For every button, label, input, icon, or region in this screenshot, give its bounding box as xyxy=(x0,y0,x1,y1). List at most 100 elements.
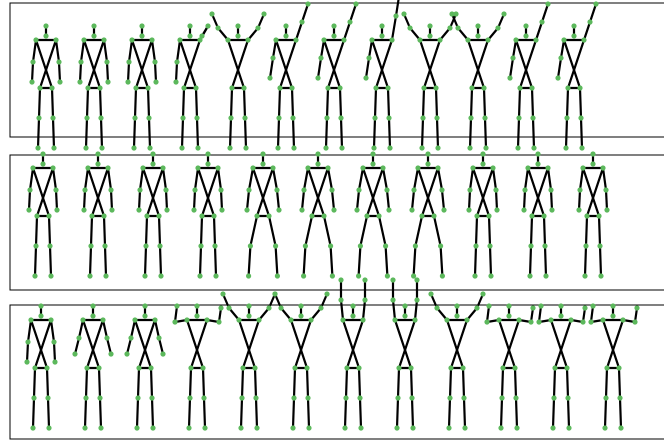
torso-cross-bone xyxy=(31,320,47,368)
joint-marker xyxy=(412,317,417,322)
joint-marker xyxy=(142,313,147,318)
joint-marker xyxy=(563,145,568,150)
joint-marker xyxy=(83,395,88,400)
joint-marker xyxy=(289,85,294,90)
thigh-bone xyxy=(554,368,555,398)
thigh-bone xyxy=(49,216,50,246)
torso-cross-bone xyxy=(84,40,100,88)
joint-marker xyxy=(156,335,161,340)
joint-marker xyxy=(82,187,87,192)
upper-arm-bone xyxy=(155,320,159,338)
torso-cross-bone xyxy=(308,168,324,216)
joint-marker xyxy=(475,23,480,28)
joint-marker xyxy=(370,161,375,166)
joint-marker xyxy=(188,365,193,370)
joint-marker xyxy=(466,207,471,212)
joint-marker xyxy=(362,297,367,302)
joint-marker xyxy=(373,85,378,90)
joint-marker xyxy=(32,365,37,370)
forearm-bone xyxy=(387,190,389,210)
skeleton-figure xyxy=(390,277,419,430)
joint-marker xyxy=(590,151,595,156)
torso-cross-bone xyxy=(295,320,311,368)
joint-marker xyxy=(253,395,258,400)
joint-marker xyxy=(308,317,313,322)
joint-marker xyxy=(566,425,571,430)
joint-marker xyxy=(277,85,282,90)
forearm-bone xyxy=(84,190,85,210)
shin-bone xyxy=(160,246,161,276)
joint-marker xyxy=(363,75,368,80)
torso-cross-bone xyxy=(83,320,99,368)
joint-marker xyxy=(132,115,137,120)
joint-marker xyxy=(415,165,420,170)
joint-marker xyxy=(431,213,436,218)
joint-marker xyxy=(98,425,103,430)
thigh-bone xyxy=(379,216,386,246)
joint-marker xyxy=(542,243,547,248)
joint-marker xyxy=(347,19,352,24)
joint-marker xyxy=(565,85,570,90)
joint-marker xyxy=(376,213,381,218)
joint-marker xyxy=(369,37,374,42)
skeleton-figure xyxy=(401,11,458,150)
forearm-bone xyxy=(366,58,369,78)
forearm-bone xyxy=(302,4,308,22)
joint-marker xyxy=(474,305,479,310)
joint-marker xyxy=(434,115,439,120)
joint-marker xyxy=(305,395,310,400)
joint-marker xyxy=(603,395,608,400)
joint-marker xyxy=(173,79,178,84)
torso-cross-bone xyxy=(328,40,344,88)
joint-marker xyxy=(401,11,406,16)
forearm-bone xyxy=(59,62,60,82)
joint-marker xyxy=(109,207,114,212)
joint-marker xyxy=(184,317,189,322)
joint-marker xyxy=(78,59,83,64)
joint-marker xyxy=(604,365,609,370)
joint-marker xyxy=(293,37,298,42)
joint-marker xyxy=(205,151,210,156)
joint-marker xyxy=(588,319,593,324)
shin-bone xyxy=(518,118,519,148)
upper-arm-bone xyxy=(103,320,107,338)
joint-marker xyxy=(425,161,430,166)
joint-marker xyxy=(36,115,41,120)
upper-arm-bone xyxy=(195,168,198,190)
shin-bone xyxy=(412,398,413,428)
joint-marker xyxy=(35,145,40,150)
skeleton-group-row-2 xyxy=(26,151,609,278)
joint-marker xyxy=(590,161,595,166)
joint-marker xyxy=(433,85,438,90)
joint-marker xyxy=(241,85,246,90)
joint-marker xyxy=(291,145,296,150)
joint-marker xyxy=(101,37,106,42)
thigh-bone xyxy=(255,368,256,398)
shin-bone xyxy=(620,398,621,428)
torso-cross-bone xyxy=(36,40,52,88)
joint-marker xyxy=(135,395,140,400)
joint-marker xyxy=(283,33,288,38)
joint-marker xyxy=(129,37,134,42)
torso-cross-bone xyxy=(147,168,163,216)
thigh-bone xyxy=(151,368,152,398)
torso-cross-bone xyxy=(568,40,584,88)
joint-marker xyxy=(43,33,48,38)
joint-marker xyxy=(54,207,59,212)
joint-marker xyxy=(564,115,569,120)
torso-cross-bone xyxy=(132,40,148,88)
joint-marker xyxy=(143,243,148,248)
joint-marker xyxy=(329,187,334,192)
shin-bone xyxy=(331,246,333,276)
shin-bone xyxy=(189,398,190,428)
joint-marker xyxy=(298,313,303,318)
joint-marker xyxy=(395,395,400,400)
torso-cross-bone xyxy=(372,40,388,88)
skeleton-figure xyxy=(428,291,485,430)
joint-marker xyxy=(470,165,475,170)
torso-cross-bone xyxy=(232,40,248,88)
joint-marker xyxy=(305,1,310,6)
joint-marker xyxy=(136,365,141,370)
forearm-bone xyxy=(155,62,156,82)
thigh-bone xyxy=(183,88,184,118)
